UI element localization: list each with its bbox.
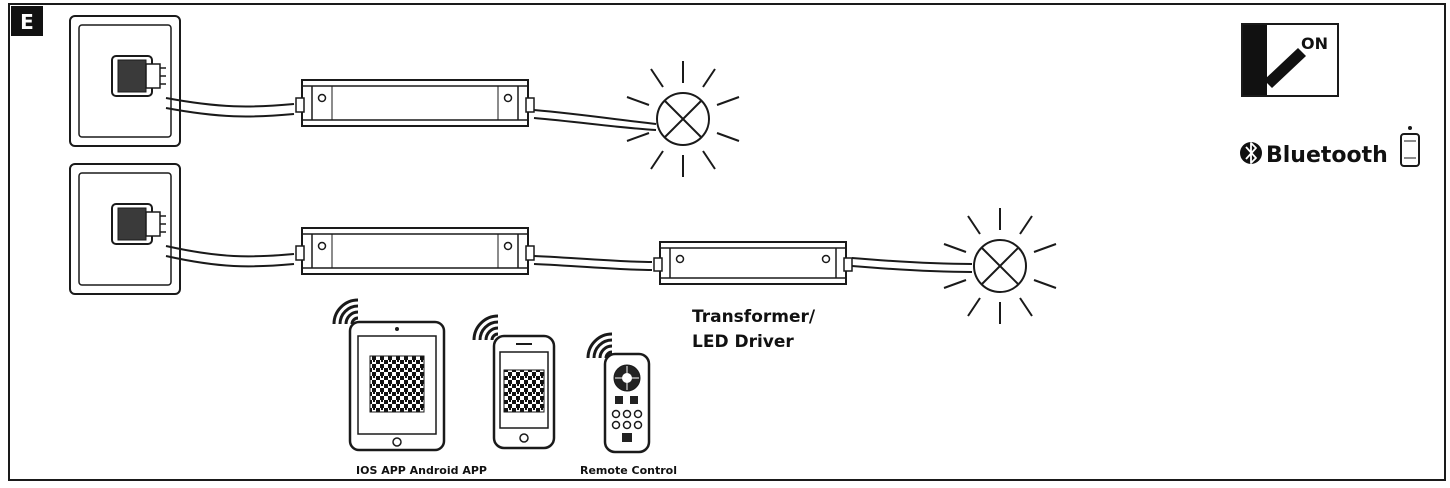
led-driver-icon: [295, 227, 535, 275]
figure-frame: [8, 3, 1446, 481]
panel-letter: E: [20, 10, 34, 34]
driver-label-line1: Transformer/: [692, 307, 816, 327]
wall-socket-icon: [69, 163, 181, 295]
switch-label: ON: [1301, 34, 1328, 53]
wireless-signal-icon: [586, 332, 614, 360]
apps-label: IOS APP Android APP: [356, 464, 487, 477]
wireless-signal-icon: [472, 314, 500, 342]
cable: [533, 117, 657, 131]
remote-control-icon: [603, 352, 651, 454]
cable: [851, 257, 973, 265]
lamp-icon: [626, 60, 740, 178]
power-switch-icon: ON: [1241, 23, 1339, 97]
cable: [533, 255, 653, 263]
panel-letter-box: [11, 6, 43, 36]
qr-code-icon: [503, 369, 545, 413]
bluetooth-symbol: Bluetooth: [1240, 126, 1420, 168]
tablet-icon: [348, 320, 446, 452]
cable: [851, 265, 973, 273]
cable: [165, 97, 295, 108]
driver-label-line2: LED Driver: [692, 332, 794, 352]
led-driver-icon: [295, 79, 535, 127]
smartphone-icon: [1400, 126, 1420, 167]
qr-code-icon: [369, 355, 425, 413]
cable: [533, 109, 657, 125]
cable: [165, 107, 295, 118]
cable: [533, 263, 653, 271]
lamp-icon: [943, 207, 1057, 325]
wireless-signal-icon: [332, 298, 360, 326]
remote-label: Remote Control: [580, 464, 677, 477]
cable: [165, 255, 295, 268]
bluetooth-label: Bluetooth: [1266, 143, 1388, 168]
cable: [165, 245, 295, 258]
bluetooth-icon: [1240, 142, 1262, 164]
wall-socket-icon: [69, 15, 181, 147]
smartphone-icon: [492, 334, 556, 450]
led-driver-icon: [653, 241, 853, 285]
socket-row1: [69, 15, 181, 147]
